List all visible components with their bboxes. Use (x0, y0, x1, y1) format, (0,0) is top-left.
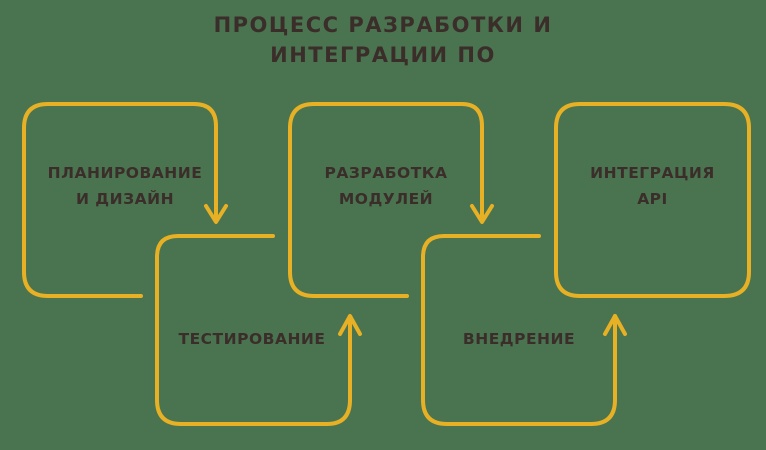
step-5-frame (554, 102, 751, 298)
arrow-down-icon (470, 204, 494, 224)
step-1-label: ПЛАНИРОВАНИЕ И ДИЗАЙН (24, 160, 226, 212)
step-4-line-1: ВНЕДРЕНИЕ (462, 330, 576, 348)
step-3-frame (288, 102, 484, 298)
step-1-line-1: ПЛАНИРОВАНИЕ (47, 164, 203, 182)
step-3-line-1: РАЗРАБОТКА (324, 164, 448, 182)
step-5-line-2: API (637, 190, 668, 208)
title-line-2: ИНТЕГРАЦИИ ПО (270, 43, 496, 67)
arrow-up-icon (603, 314, 627, 336)
title-line-1: ПРОЦЕСС РАЗРАБОТКИ И (213, 13, 553, 37)
arrow-up-icon (338, 314, 362, 336)
step-3-label: РАЗРАБОТКА МОДУЛЕЙ (290, 160, 482, 212)
step-5-label: ИНТЕГРАЦИЯ API (556, 160, 749, 212)
step-4-label: ВНЕДРЕНИЕ (423, 326, 615, 352)
step-3-line-2: МОДУЛЕЙ (338, 190, 434, 208)
step-5-line-1: ИНТЕГРАЦИЯ (590, 164, 715, 182)
step-2-frame (155, 234, 352, 426)
step-4-frame (421, 234, 617, 426)
step-1-line-2: И ДИЗАЙН (75, 190, 175, 208)
diagram-title: ПРОЦЕСС РАЗРАБОТКИ И ИНТЕГРАЦИИ ПО (0, 10, 766, 70)
step-2-line-1: ТЕСТИРОВАНИЕ (178, 330, 326, 348)
arrow-down-icon (204, 204, 228, 224)
step-2-label: ТЕСТИРОВАНИЕ (157, 326, 347, 352)
step-1-frame (22, 102, 218, 298)
